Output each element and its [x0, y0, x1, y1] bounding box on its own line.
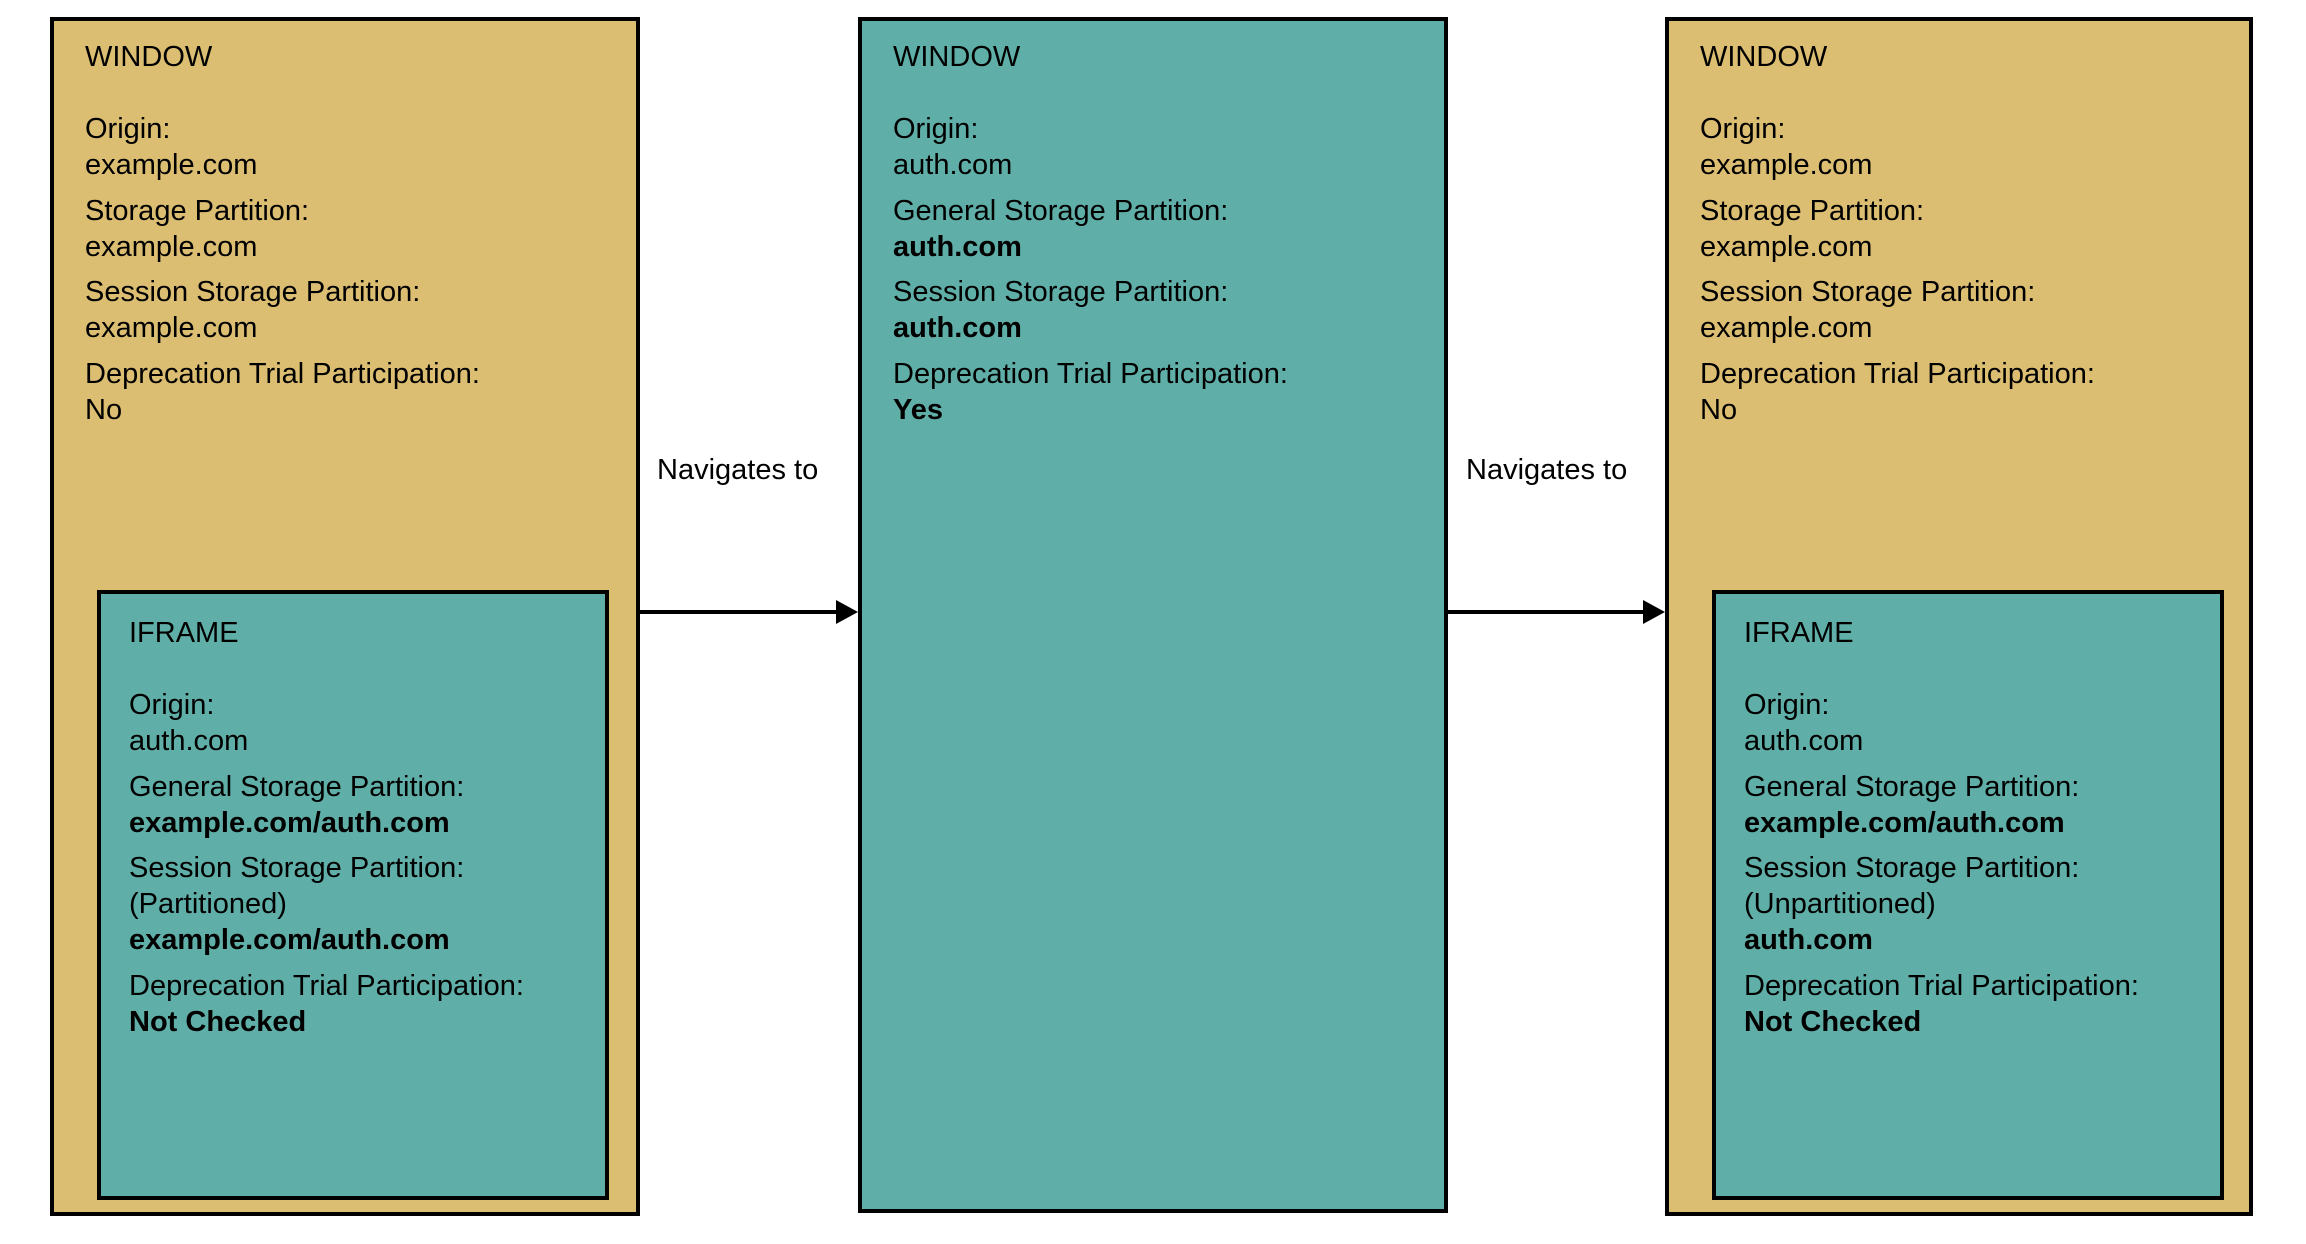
window-field-deprecation-trial: Deprecation Trial Participation: No — [85, 356, 480, 428]
window-field-origin-label: Origin: — [85, 113, 171, 145]
window-field-origin: Origin: example.com — [85, 111, 257, 183]
iframe-field-deprecation-trial-label: Deprecation Trial Participation: — [129, 970, 524, 1002]
window-field-origin: Origin: auth.com — [893, 111, 1012, 183]
iframe-field-general-storage-partition: General Storage Partition: example.com/a… — [1744, 769, 2079, 841]
iframe-field-deprecation-trial-value: Not Checked — [1744, 1006, 1922, 1038]
window-field-session-storage-partition-label: Session Storage Partition: — [85, 276, 421, 308]
window-field-origin-label: Origin: — [893, 113, 979, 145]
iframe-field-general-storage-partition-label: General Storage Partition: — [1744, 771, 2080, 803]
window-field-general-storage-partition-value: auth.com — [893, 231, 1022, 263]
window-field-general-storage-partition: General Storage Partition: auth.com — [893, 193, 1228, 265]
window-field-deprecation-trial-label: Deprecation Trial Participation: — [893, 358, 1288, 390]
window-panel-example-com: WINDOW Origin: example.com Storage Parti… — [50, 17, 640, 1216]
window-section-title: WINDOW — [85, 41, 213, 73]
window-field-session-storage-partition: Session Storage Partition: example.com — [85, 274, 420, 346]
window-field-origin-value: auth.com — [893, 149, 1013, 181]
iframe-box: IFRAME Origin: auth.com General Storage … — [97, 590, 609, 1200]
window-field-session-storage-partition-label: Session Storage Partition: — [893, 276, 1229, 308]
arrow-line — [1448, 610, 1647, 614]
window-field-origin: Origin: example.com — [1700, 111, 1872, 183]
window-field-deprecation-trial-value: Yes — [893, 394, 943, 426]
arrow-line — [640, 610, 840, 614]
iframe-field-origin: Origin: auth.com — [1744, 687, 1863, 759]
iframe-field-general-storage-partition-value: example.com/auth.com — [129, 807, 450, 839]
iframe-field-session-storage-partition-value: example.com/auth.com — [129, 924, 450, 956]
iframe-field-deprecation-trial: Deprecation Trial Participation: Not Che… — [129, 968, 524, 1040]
iframe-field-origin-value: auth.com — [1744, 725, 1864, 757]
window-field-origin-value: example.com — [1700, 149, 1873, 181]
iframe-box: IFRAME Origin: auth.com General Storage … — [1712, 590, 2224, 1200]
window-field-storage-partition-label: Storage Partition: — [1700, 195, 1925, 227]
iframe-field-general-storage-partition-label: General Storage Partition: — [129, 771, 465, 803]
iframe-field-deprecation-trial-value: Not Checked — [129, 1006, 307, 1038]
window-field-storage-partition-value: example.com — [1700, 231, 1873, 263]
iframe-field-session-storage-partition-label: Session Storage Partition: — [129, 852, 465, 884]
iframe-field-session-storage-partition: Session Storage Partition: (Partitioned)… — [129, 850, 464, 958]
window-field-deprecation-trial-value: No — [85, 394, 123, 426]
window-field-origin-value: example.com — [85, 149, 258, 181]
iframe-field-general-storage-partition-value: example.com/auth.com — [1744, 807, 2065, 839]
window-panel-auth-com: WINDOW Origin: auth.com General Storage … — [858, 17, 1448, 1213]
arrow-navigates-to-2 — [1448, 592, 1665, 632]
window-field-deprecation-trial-label: Deprecation Trial Participation: — [1700, 358, 2095, 390]
iframe-field-session-storage-partition-label: Session Storage Partition: — [1744, 852, 2080, 884]
window-field-general-storage-partition-label: General Storage Partition: — [893, 195, 1229, 227]
window-section-title: WINDOW — [1700, 41, 1828, 73]
arrow-navigates-to-1 — [640, 592, 858, 632]
iframe-section-title: IFRAME — [129, 617, 239, 649]
iframe-field-session-storage-partition-value: auth.com — [1744, 924, 1873, 956]
window-field-deprecation-trial-label: Deprecation Trial Participation: — [85, 358, 480, 390]
window-field-deprecation-trial: Deprecation Trial Participation: No — [1700, 356, 2095, 428]
arrow-head-icon — [1643, 600, 1665, 624]
arrow-label-navigates-to-1: Navigates to — [657, 454, 819, 486]
window-field-deprecation-trial-value: No — [1700, 394, 1738, 426]
iframe-section-title: IFRAME — [1744, 617, 1854, 649]
arrow-label-navigates-to-2: Navigates to — [1466, 454, 1628, 486]
iframe-field-deprecation-trial-label: Deprecation Trial Participation: — [1744, 970, 2139, 1002]
window-field-storage-partition: Storage Partition: example.com — [1700, 193, 1924, 265]
window-field-session-storage-partition: Session Storage Partition: auth.com — [893, 274, 1228, 346]
window-field-storage-partition-label: Storage Partition: — [85, 195, 310, 227]
window-field-session-storage-partition-value: auth.com — [893, 312, 1022, 344]
window-field-deprecation-trial: Deprecation Trial Participation: Yes — [893, 356, 1288, 428]
window-field-storage-partition-value: example.com — [85, 231, 258, 263]
iframe-field-origin: Origin: auth.com — [129, 687, 248, 759]
window-field-session-storage-partition: Session Storage Partition: example.com — [1700, 274, 2035, 346]
window-field-session-storage-partition-label: Session Storage Partition: — [1700, 276, 2036, 308]
window-section-title: WINDOW — [893, 41, 1021, 73]
arrow-head-icon — [836, 600, 858, 624]
iframe-field-origin-label: Origin: — [1744, 689, 1830, 721]
window-field-origin-label: Origin: — [1700, 113, 1786, 145]
iframe-field-origin-value: auth.com — [129, 725, 249, 757]
iframe-field-session-storage-partition: Session Storage Partition: (Unpartitione… — [1744, 850, 2079, 958]
window-panel-example-com-after: WINDOW Origin: example.com Storage Parti… — [1665, 17, 2253, 1216]
window-field-session-storage-partition-value: example.com — [1700, 312, 1873, 344]
iframe-field-deprecation-trial: Deprecation Trial Participation: Not Che… — [1744, 968, 2139, 1040]
iframe-field-session-storage-partition-sublabel: (Unpartitioned) — [1744, 888, 1936, 920]
window-field-storage-partition: Storage Partition: example.com — [85, 193, 309, 265]
iframe-field-general-storage-partition: General Storage Partition: example.com/a… — [129, 769, 464, 841]
window-field-session-storage-partition-value: example.com — [85, 312, 258, 344]
iframe-field-session-storage-partition-sublabel: (Partitioned) — [129, 888, 287, 920]
iframe-field-origin-label: Origin: — [129, 689, 215, 721]
